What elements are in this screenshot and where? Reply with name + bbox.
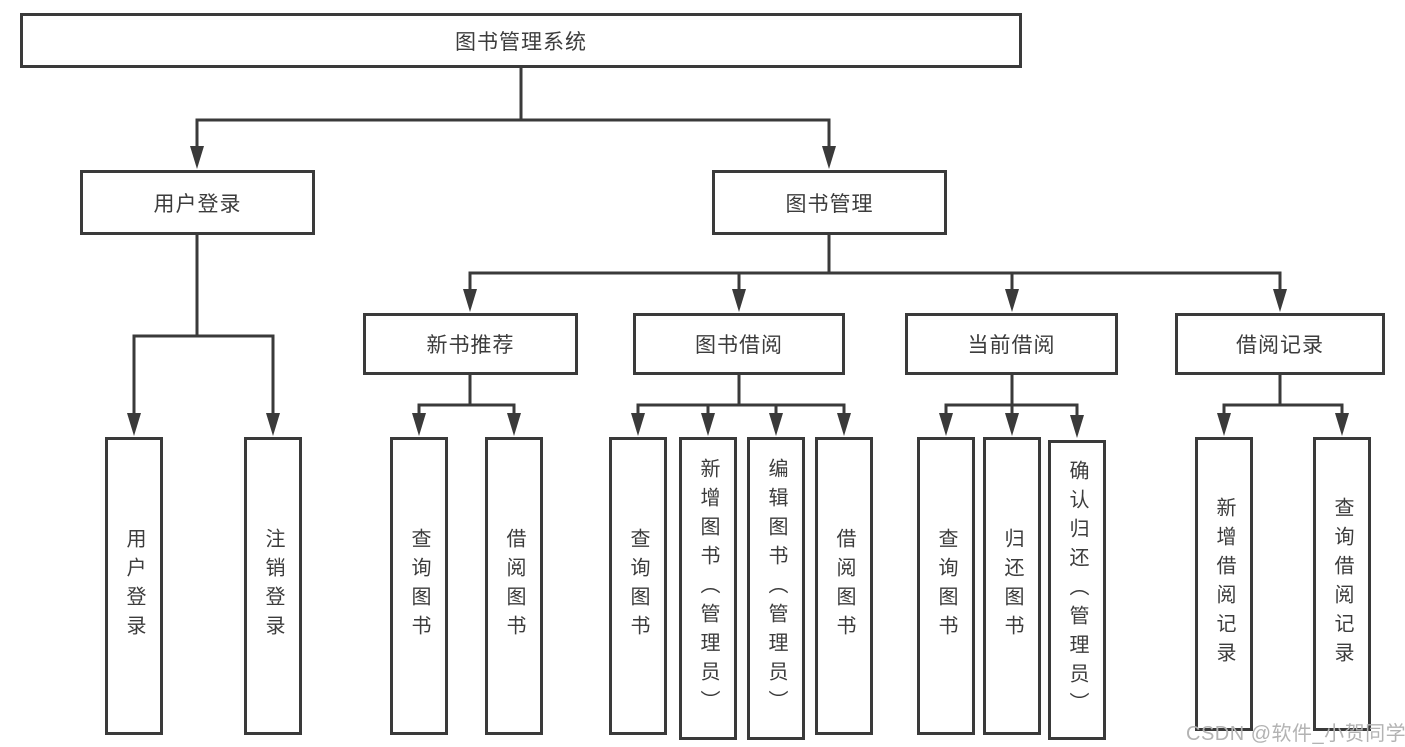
- leaf-query-borrow-record-label: 查询借阅记录: [1331, 497, 1353, 671]
- leaf-query-books-borrow: 查询图书: [609, 437, 667, 735]
- node-current-borrow: 当前借阅: [905, 313, 1118, 375]
- leaf-confirm-return-admin-label: 确认归还（管理员）: [1066, 459, 1088, 721]
- leaf-add-borrow-record: 新增借阅记录: [1195, 437, 1253, 731]
- leaf-edit-book-admin: 编辑图书（管理员）: [747, 437, 805, 740]
- leaf-query-books-recommend: 查询图书: [390, 437, 448, 735]
- node-borrow-records-label: 借阅记录: [1236, 334, 1324, 357]
- leaf-borrow-books-label: 借阅图书: [833, 528, 855, 644]
- node-book-borrow-label: 图书借阅: [695, 334, 783, 357]
- csdn-watermark: CSDN @软件_小贺同学: [1186, 723, 1405, 745]
- leaf-borrow-books-recommend-label: 借阅图书: [503, 528, 525, 644]
- leaf-query-books-current-label: 查询图书: [935, 528, 957, 644]
- leaf-logout: 注销登录: [244, 437, 302, 735]
- leaf-edit-book-admin-label: 编辑图书（管理员）: [765, 458, 787, 719]
- leaf-return-book: 归还图书: [983, 437, 1041, 735]
- leaf-query-books-current: 查询图书: [917, 437, 975, 735]
- leaf-borrow-books: 借阅图书: [815, 437, 873, 735]
- node-new-book-recommend: 新书推荐: [363, 313, 578, 375]
- node-book-borrow: 图书借阅: [633, 313, 845, 375]
- leaf-add-book-admin-label: 新增图书（管理员）: [697, 458, 719, 719]
- leaf-add-borrow-record-label: 新增借阅记录: [1213, 497, 1235, 671]
- leaf-query-books-recommend-label: 查询图书: [408, 528, 430, 644]
- node-new-book-recommend-label: 新书推荐: [426, 334, 515, 357]
- node-user-login: 用户登录: [80, 170, 315, 235]
- leaf-query-books-borrow-label: 查询图书: [627, 528, 649, 644]
- leaf-add-book-admin: 新增图书（管理员）: [679, 437, 737, 740]
- node-root-label: 图书管理系统: [455, 30, 587, 54]
- node-borrow-records: 借阅记录: [1175, 313, 1385, 375]
- node-user-login-label: 用户登录: [153, 192, 242, 216]
- leaf-borrow-books-recommend: 借阅图书: [485, 437, 543, 735]
- leaf-user-login-label: 用户登录: [123, 528, 145, 644]
- node-book-management-label: 图书管理: [785, 192, 874, 216]
- node-book-management: 图书管理: [712, 170, 947, 235]
- leaf-return-book-label: 归还图书: [1001, 528, 1023, 644]
- leaf-query-borrow-record: 查询借阅记录: [1313, 437, 1371, 731]
- leaf-user-login: 用户登录: [105, 437, 163, 735]
- leaf-confirm-return-admin: 确认归还（管理员）: [1048, 440, 1106, 740]
- node-current-borrow-label: 当前借阅: [967, 334, 1056, 357]
- leaf-logout-label: 注销登录: [262, 528, 284, 644]
- node-root-system: 图书管理系统: [20, 13, 1022, 68]
